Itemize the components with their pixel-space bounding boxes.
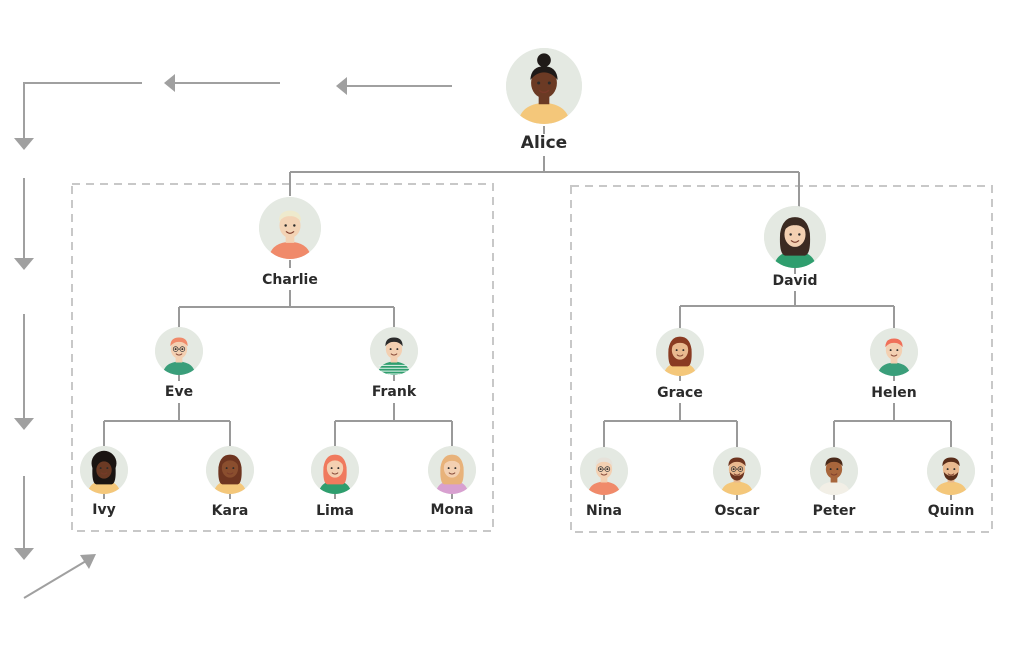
traversal-arrows [14, 74, 452, 599]
peter-name-label: Peter [812, 502, 856, 519]
quinn-avatar [927, 447, 975, 495]
grace-avatar [656, 328, 704, 376]
eve-name-label: Eve [164, 383, 194, 400]
lima-name-label: Lima [316, 502, 354, 519]
arrow-down-4-head [14, 548, 34, 560]
woman-long-hair-avatar-icon [764, 206, 826, 268]
arrow-diagonal-shaft [23, 560, 87, 599]
charlie-avatar [259, 197, 321, 259]
frank-avatar [370, 327, 418, 375]
mona-avatar [428, 446, 476, 494]
helen-name-label: Helen [871, 384, 917, 401]
charlie-name-label: Charlie [262, 271, 318, 288]
charlie-subtree-box [71, 183, 494, 532]
frank-name-label: Frank [371, 383, 417, 400]
arrow-corner-shaft [23, 82, 142, 140]
woman-red-curly-avatar-icon [311, 446, 359, 494]
david-name-label: David [772, 272, 818, 289]
connector-lines [103, 126, 952, 500]
man-curly-avatar-icon [810, 447, 858, 495]
peter-avatar [810, 447, 858, 495]
oscar-avatar [713, 447, 761, 495]
eve-avatar [155, 327, 203, 375]
arrow-down-2-head [14, 258, 34, 270]
oscar-name-label: Oscar [714, 502, 760, 519]
kara-avatar [206, 446, 254, 494]
arrow-down-3-head [14, 418, 34, 430]
kara-name-label: Kara [211, 502, 249, 519]
arrow-top-right-head [336, 77, 347, 95]
arrow-corner-head [14, 138, 34, 150]
ivy-name-label: Ivy [92, 501, 116, 518]
helen-avatar [870, 328, 918, 376]
man-red-hair-avatar-icon [870, 328, 918, 376]
arrow-top-left-head [164, 74, 175, 92]
ivy-avatar [80, 446, 128, 494]
man-beard-avatar-icon [927, 447, 975, 495]
nina-avatar [580, 447, 628, 495]
mona-name-label: Mona [430, 501, 474, 518]
woman-blonde-avatar-icon [428, 446, 476, 494]
arrow-diagonal-head [80, 554, 96, 569]
quinn-name-label: Quinn [927, 502, 975, 519]
woman-grey-hair-avatar-icon [580, 447, 628, 495]
woman-curly-hair-avatar-icon [206, 446, 254, 494]
man-glasses-beard-avatar-icon [713, 447, 761, 495]
man-blond-avatar-icon [259, 197, 321, 259]
woman-auburn-avatar-icon [656, 328, 704, 376]
man-glasses-avatar-icon [155, 327, 203, 375]
woman-afro-avatar-icon [80, 446, 128, 494]
grace-name-label: Grace [657, 384, 703, 401]
david-avatar [764, 206, 826, 268]
alice-avatar [506, 48, 582, 124]
man-striped-shirt-avatar-icon [370, 327, 418, 375]
nina-name-label: Nina [586, 502, 622, 519]
david-subtree-box [570, 185, 993, 533]
alice-name-label: Alice [520, 133, 568, 154]
lima-avatar [311, 446, 359, 494]
woman-bun-avatar-icon [506, 48, 582, 124]
